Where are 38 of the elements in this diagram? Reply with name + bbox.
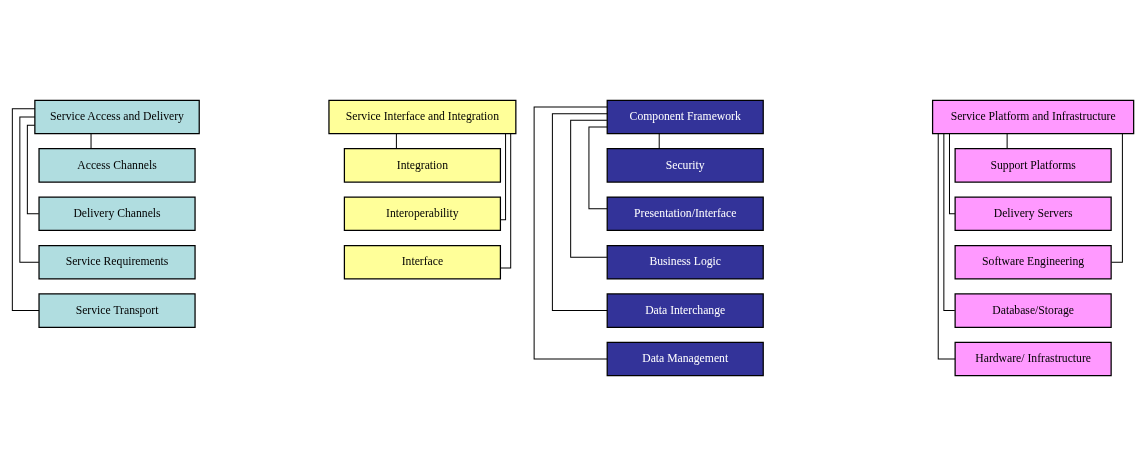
node-box: Data Interchange <box>606 293 764 328</box>
connector <box>90 133 92 149</box>
node-box: Service Requirements <box>38 244 196 280</box>
connector <box>11 108 40 312</box>
connector <box>1110 133 1123 263</box>
connector <box>26 124 40 215</box>
node-box: Hardware/ Infrastructure <box>954 341 1112 377</box>
connector <box>1006 133 1008 149</box>
node-box: Security <box>606 148 764 183</box>
node-box: Interface <box>343 244 502 280</box>
node-box: Data Management <box>606 341 764 377</box>
node-box: Presentation/Interface <box>606 196 764 232</box>
connector <box>395 133 397 149</box>
node-box: Service Access and Delivery <box>34 99 200 135</box>
node-box: Business Logic <box>606 244 764 280</box>
node-box: Service Transport <box>38 293 196 328</box>
node-box: Service Platform and Infrastructure <box>931 99 1135 135</box>
connector <box>551 113 608 312</box>
connector <box>658 133 660 149</box>
node-box: Integration <box>343 148 502 183</box>
node-box: Service Interface and Integration <box>328 99 517 135</box>
node-box: Database/Storage <box>954 293 1112 328</box>
node-box: Support Platforms <box>954 148 1112 183</box>
node-box: Access Channels <box>38 148 196 183</box>
node-box: Delivery Channels <box>38 196 196 232</box>
connector <box>500 133 512 269</box>
connector <box>500 133 507 221</box>
connector <box>937 133 956 360</box>
connector <box>570 119 608 258</box>
node-box: Software Engineering <box>954 244 1112 280</box>
connector <box>588 126 608 210</box>
connector <box>533 106 608 360</box>
node-box: Component Framework <box>606 99 764 135</box>
connector <box>943 133 956 312</box>
connector <box>19 116 40 263</box>
connector <box>949 133 956 215</box>
node-box: Delivery Servers <box>954 196 1112 232</box>
node-box: Interoperability <box>343 196 502 232</box>
